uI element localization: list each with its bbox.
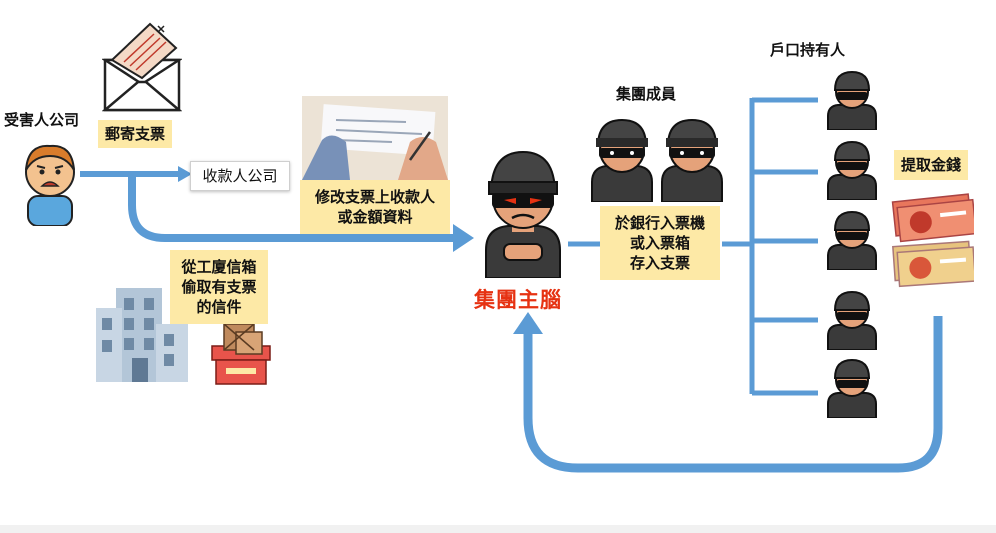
thief-mastermind-icon: [485, 150, 561, 278]
cash-icon: [891, 193, 974, 288]
steal-line-2: 偷取有支票: [181, 277, 257, 296]
payee-company-label: 收款人公司: [190, 161, 290, 191]
arrow-return: [523, 316, 943, 473]
modify-line-1: 修改支票上收款人: [314, 187, 435, 206]
mastermind-label: 集團主腦: [474, 288, 562, 312]
steal-line-3: 的信件: [196, 298, 242, 317]
arrowhead-payee: [178, 166, 192, 182]
account-holder-icon: [827, 140, 877, 200]
deposit-line-1: 於銀行入票機: [614, 213, 705, 232]
thief-member-icon: [591, 118, 653, 202]
victim-company-label: 受害人公司: [4, 111, 80, 129]
modify-check-label: 修改支票上收款人 或金額資料: [300, 180, 450, 234]
account-holder-icon: [827, 210, 877, 270]
victim-face-icon: [25, 144, 75, 226]
steal-mail-label: 從工廈信箱 偷取有支票 的信件: [170, 250, 268, 324]
withdraw-label: 提取金錢: [894, 150, 968, 180]
deposit-label: 於銀行入票機 或入票箱 存入支票: [600, 206, 720, 280]
footer-bar: [0, 525, 996, 533]
modify-line-2: 或金額資料: [337, 208, 413, 226]
account-holders-label: 戶口持有人: [770, 41, 846, 59]
envelope-check-icon: [102, 22, 182, 112]
thief-member-icon: [661, 118, 723, 202]
arrowhead-return: [513, 312, 543, 334]
mailbox-icon: [211, 323, 271, 385]
deposit-line-2: 或入票箱: [629, 233, 690, 252]
steal-line-1: 從工廈信箱: [181, 257, 257, 276]
mailed-check-label: 郵寄支票: [98, 120, 172, 148]
arrowhead-mastermind: [453, 224, 474, 252]
arrow-to-mastermind: [128, 176, 455, 242]
account-holder-icon: [827, 358, 877, 418]
building-icon: [96, 288, 188, 382]
account-holder-icon: [827, 290, 877, 350]
members-label: 集團成員: [616, 85, 677, 103]
check-photo-icon: [302, 96, 448, 180]
deposit-line-3: 存入支票: [629, 254, 690, 273]
account-holder-icon: [827, 70, 877, 130]
